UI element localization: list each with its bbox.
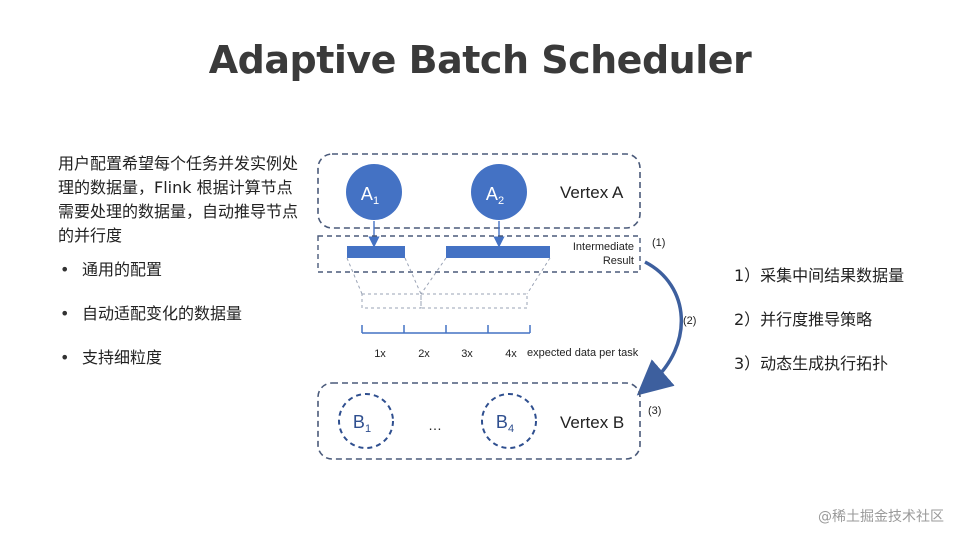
steps-list: 1）采集中间结果数据量 2）并行度推导策略 3）动态生成执行拓扑 (734, 264, 904, 396)
intermediate-result-box (317, 235, 641, 273)
scale-label: 3x (461, 348, 473, 360)
intermediate-label: Intermediate (573, 241, 634, 253)
slide-title: Adaptive Batch Scheduler (208, 38, 752, 82)
step-item: 1）采集中间结果数据量 (734, 266, 905, 285)
result-label: Result (603, 255, 634, 267)
vertex-a-box (317, 153, 641, 229)
step-item: 3）动态生成执行拓扑 (734, 354, 889, 373)
mark-2: (2) (683, 315, 696, 327)
vertex-a-node-2 (471, 164, 527, 220)
feature-list: 通用的配置 自动适配变化的数据量 支持细粒度 (58, 258, 308, 390)
vertex-b-node-4 (481, 393, 537, 449)
node-a1-label: A1 (361, 184, 379, 207)
projection-line (404, 257, 422, 295)
feature-item: 自动适配变化的数据量 (58, 302, 308, 346)
feature-item: 支持细粒度 (58, 346, 308, 390)
vertex-b-label: Vertex B (560, 413, 624, 432)
vertex-b-ellipsis: … (428, 417, 442, 433)
vertex-a-label: Vertex A (560, 183, 624, 202)
projection-line (526, 257, 551, 295)
curved-arrow (636, 260, 683, 396)
scale-caption: expected data per task (527, 347, 639, 359)
scaled-partition-1 (361, 293, 422, 309)
scale-label: 4x (505, 348, 517, 360)
node-b1-label: B1 (353, 412, 371, 435)
description-text: 用户配置希望每个任务并发实例处理的数据量，Flink 根据计算节点需要处理的数据… (58, 154, 299, 245)
node-b4-label: B4 (496, 412, 514, 435)
scaled-partition-2 (420, 293, 528, 309)
mark-1: (1) (652, 237, 665, 249)
vertex-b-node-1 (338, 393, 394, 449)
vertex-b-box (317, 382, 641, 460)
step-item: 2）并行度推导策略 (734, 310, 873, 329)
feature-item: 通用的配置 (58, 258, 308, 302)
node-a2-label: A2 (486, 184, 504, 207)
partition-bar-2 (446, 246, 550, 258)
scale-label: 2x (418, 348, 430, 360)
projection-line (346, 257, 363, 295)
vertex-a-node-1 (346, 164, 402, 220)
projection-line (420, 257, 447, 295)
scale-label: 1x (374, 348, 386, 360)
partition-bar-1 (347, 246, 405, 258)
watermark: @稀土掘金技术社区 (818, 509, 944, 525)
mark-3: (3) (648, 405, 661, 417)
